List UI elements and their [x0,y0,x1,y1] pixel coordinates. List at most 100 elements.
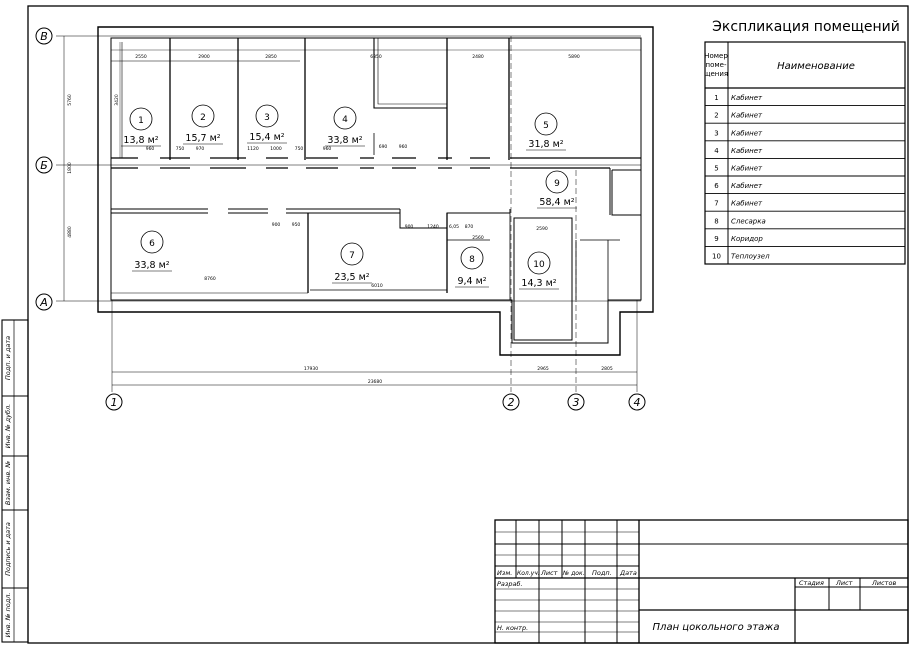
dim-door-2: 750 [176,146,185,152]
explication-row-num: 10 [712,253,721,261]
outer-wall [97,26,654,356]
dim-door-1: 960 [146,146,155,152]
explication-row-name: Кабинет [731,165,763,173]
dim-left-3: 4880 [67,226,73,238]
explication-table: Экспликация помещений Номер поме- щения … [704,19,906,265]
dim-door-5: 1000 [270,146,282,152]
stamp-col-ndok: № док. [562,570,585,577]
stamp-col-podp: Подп. [592,569,612,577]
stamp-role-nkontr: Н. контр. [497,624,528,632]
axis-marker-b [35,156,53,174]
room-number-10: 10 [533,260,545,270]
explication-header-num-3: щения [704,70,728,78]
explication-row-num: 5 [714,165,718,173]
axis-marker-v [35,27,53,45]
floor-plan [56,26,654,392]
dim-left-2: 1800 [67,162,73,174]
room-number-3: 3 [264,113,270,123]
room-number-1: 1 [138,116,144,126]
explication-row-name: Кабинет [731,147,763,155]
side-stamp-label-4: Подпись и дата [4,522,12,576]
room-area-5: 31,8 м² [528,139,563,150]
dim-inner-1: 8760 [204,276,216,282]
inner-outer-wall [110,37,642,344]
dim-door-lower-6: 6,05 [449,224,459,230]
explication-title: Экспликация помещений [712,19,900,35]
axis-label-b: Б [40,159,48,172]
explication-header-num-2: поме- [706,61,727,69]
explication-row-num: 3 [714,129,718,137]
explication-row-name: Коридор [731,235,763,243]
dim-top-5: 2480 [472,54,484,60]
room-circle-5 [534,112,558,136]
room-area-6: 33,8 м² [134,260,169,271]
room-circle-2 [191,104,215,128]
explication-row-name: Кабинет [731,182,763,190]
dim-left-inner: 3420 [114,94,120,106]
axis-marker-2 [502,393,520,411]
explication-header-name: Наименование [777,61,855,72]
dim-door-3: 970 [196,146,205,152]
side-stamp-label-5: Инв. № подл. [4,593,12,638]
explication-row-num: 4 [714,147,719,155]
room-circles [129,104,569,275]
title-block-frame [494,519,909,644]
room-number-5: 5 [543,121,549,131]
axis-label-2: 2 [508,396,515,409]
room-number-2: 2 [200,113,206,123]
room-circle-10 [527,251,551,275]
dim-top-3: 2850 [265,54,277,60]
room-circle-4 [333,106,357,130]
stamp-col-kolvo: Кол.уч. [517,570,540,577]
stamp-list-header: Лист [835,579,853,587]
dim-top-2: 2900 [198,54,210,60]
room-number-4: 4 [342,115,348,125]
room-area-9: 58,4 м² [539,197,574,208]
room-number-6: 6 [149,239,155,249]
partition [373,38,447,109]
explication-row-name: Кабинет [731,94,763,102]
dim-top-4: 6350 [370,54,382,60]
axis-label-1: 1 [111,396,118,409]
side-stamp-frame [1,319,29,643]
sheet-frame [27,5,909,644]
explication-row-name: Кабинет [731,129,763,137]
side-stamp-label-1: Подп. и дата [4,336,12,380]
dim-door-lower-1: 900 [272,222,281,228]
axis-label-v: В [40,30,48,43]
axis-marker-a [35,293,53,311]
dim-bottom-total: 23680 [368,379,382,385]
room-area-1: 13,8 м² [123,135,158,146]
dim-bottom-3: 2805 [601,366,613,372]
dim-door-lower-5: 870 [465,224,474,230]
stamp-col-list: Лист [540,569,558,577]
axis-marker-3 [567,393,585,411]
dim-door-8: 690 [379,144,388,150]
axis-label-a: А [39,296,48,309]
room-number-9: 9 [554,179,560,189]
axis-markers [35,27,646,411]
stamp-stage-header: Стадия [799,579,824,587]
room-circle-7 [340,242,364,266]
dim-door-lower-4: 1240 [427,224,439,230]
dim-left-1: 5760 [67,94,73,106]
room-circle-8 [460,246,484,270]
partition [377,38,447,105]
dim-top-6: 5890 [568,54,580,60]
explication-row-num: 6 [714,182,719,190]
room-circle-6 [140,230,164,254]
dim-door-9: 960 [399,144,408,150]
side-stamp: Подп. и дата Инв. № дубл. Взам. инв. № П… [1,319,29,643]
room-area-7: 23,5 м² [334,272,369,283]
room-area-3: 15,4 м² [249,132,284,143]
axis-marker-4 [628,393,646,411]
room-area-4: 33,8 м² [327,135,362,146]
dim-door-lower-3: 900 [405,224,414,230]
stamp-sheet-title: План цокольного этажа [653,622,780,633]
room-area-2: 15,7 м² [185,133,220,144]
room-area-8: 9,4 м² [457,276,486,287]
dim-inner-3: 2560 [472,235,484,241]
side-stamp-label-2: Инв. № дубл. [4,404,12,448]
